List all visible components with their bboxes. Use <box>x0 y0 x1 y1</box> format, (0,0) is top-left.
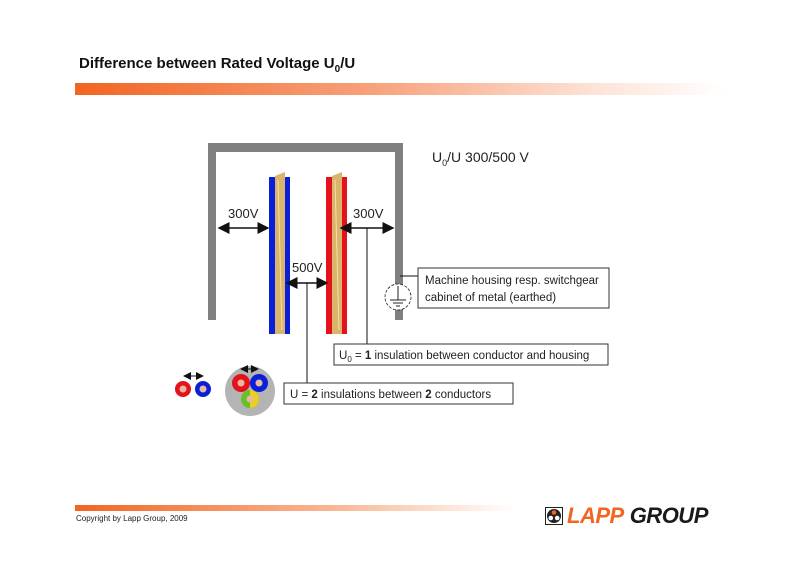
label-right-300v: 300V <box>353 206 384 221</box>
u-callout: U = 2 insulations between 2 conductors <box>283 382 514 405</box>
svg-text:cabinet of metal (earthed): cabinet of metal (earthed) <box>425 292 556 304</box>
title-text: Difference between Rated Voltage U <box>79 55 335 72</box>
label-500v: 500V <box>292 260 323 275</box>
svg-text:U0 = 1 insulation between cond: U0 = 1 insulation between conductor and … <box>339 350 589 364</box>
copyright-text: Copyright by Lapp Group, 2009 <box>76 514 188 523</box>
metal-housing-frame <box>208 143 403 320</box>
footer-bar <box>75 505 515 511</box>
rating-label: U0/U 300/500 V <box>432 149 530 168</box>
blue-conductor <box>269 172 290 334</box>
svg-text:U = 2 insulations between 2 co: U = 2 insulations between 2 conductors <box>290 389 491 401</box>
label-left-300v: 300V <box>228 206 259 221</box>
logo-group: GROUP <box>629 503 709 528</box>
lapp-group-logo: LAPP GROUP <box>545 503 708 529</box>
logo-lapp: LAPP <box>567 503 624 528</box>
title-tail: /U <box>340 55 356 72</box>
svg-text:Machine housing resp. switchge: Machine housing resp. switchgear <box>425 275 599 287</box>
title-underline-bar <box>75 83 725 95</box>
lapp-logo-icon <box>545 507 563 525</box>
page-title: Difference between Rated Voltage U0/U <box>79 55 355 75</box>
three-core-cable-icon <box>225 365 275 416</box>
earth-ground-icon <box>384 283 412 311</box>
red-conductor <box>326 172 347 334</box>
two-core-cross-section-icon <box>175 372 211 397</box>
u0-callout: U0 = 1 insulation between conductor and … <box>333 343 609 366</box>
title-subscript: 0 <box>334 64 341 75</box>
housing-callout: Machine housing resp. switchgear cabinet… <box>417 267 610 309</box>
